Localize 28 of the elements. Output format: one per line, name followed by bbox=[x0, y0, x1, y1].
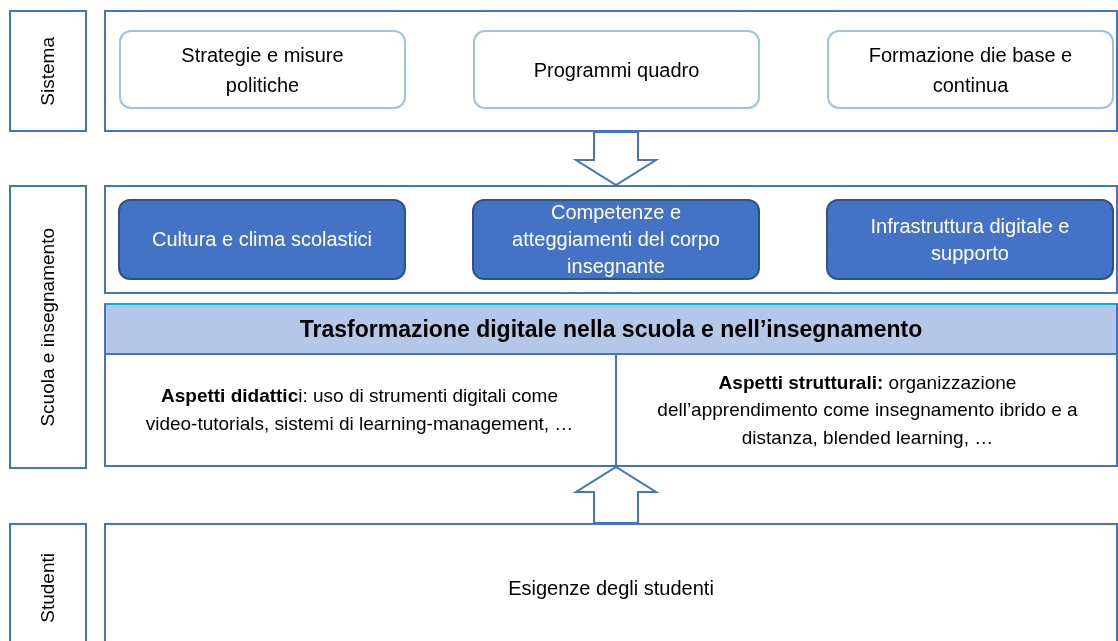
panel bbox=[104, 523, 1118, 641]
block-arrow bbox=[572, 131, 660, 187]
row-label-text: Sistema bbox=[37, 36, 59, 106]
panel bbox=[104, 185, 1118, 294]
block-arrow bbox=[572, 465, 660, 524]
box-text: Formazione die base e continua bbox=[867, 42, 1074, 98]
box-text: Aspetti didattici: uso di strumenti digitali come video-tutorials, sistemi di learning-management, … bbox=[144, 384, 575, 436]
box-text: Cultura e clima scolastici bbox=[151, 227, 373, 252]
process-box bbox=[473, 30, 760, 109]
process-box bbox=[118, 199, 406, 280]
box-text: Infrastruttura digitale e supporto bbox=[869, 213, 1071, 266]
process-box bbox=[826, 199, 1114, 280]
process-box bbox=[827, 30, 1114, 109]
row-label-text: Scuola e insegnamento bbox=[37, 227, 59, 427]
heading-band: Trasformazione digitale nella scuola e nell’insegnamento bbox=[106, 305, 1116, 355]
box-text: Competenze e atteggiamenti del corpo insegnante bbox=[511, 200, 721, 279]
panel bbox=[104, 10, 1118, 132]
row-label bbox=[9, 10, 87, 132]
process-box bbox=[119, 30, 406, 109]
box-text: Strategie e misure politiche bbox=[180, 42, 345, 98]
row-label bbox=[9, 185, 87, 469]
row-label-text: Studenti bbox=[37, 553, 59, 623]
box-text: Esigenze degli studenti bbox=[508, 576, 714, 601]
row-label bbox=[9, 523, 87, 641]
panel bbox=[104, 303, 1118, 467]
process-box bbox=[472, 199, 760, 280]
box-text: Programmi quadro bbox=[533, 57, 700, 83]
box-text: Aspetti strutturali: organizzazione dell’apprendimento come insegnamento ibrido e a distanza, blended learning, … bbox=[656, 370, 1079, 450]
